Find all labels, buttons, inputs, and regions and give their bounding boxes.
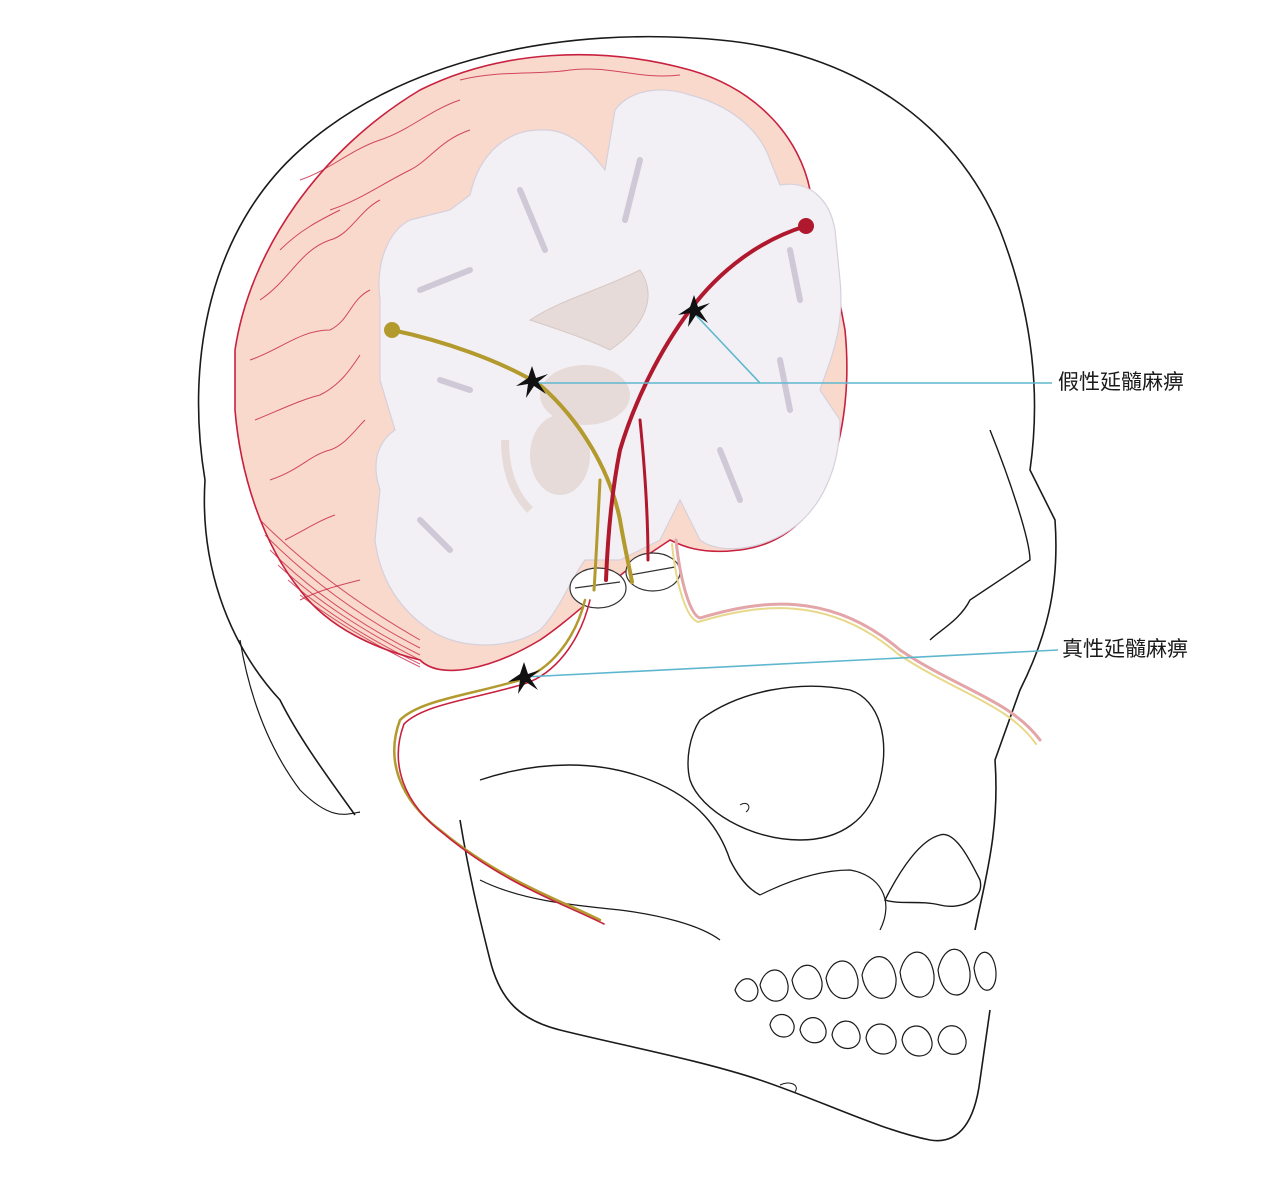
lesion-pseudobulbar-left bbox=[516, 366, 548, 398]
brainstem-sections bbox=[569, 552, 681, 609]
white-matter bbox=[374, 89, 842, 646]
internal-capsule bbox=[501, 439, 533, 513]
brow-ridge bbox=[929, 429, 1031, 641]
pseudobulbar-palsy-label: 假性延髓麻痹 bbox=[1058, 370, 1184, 394]
skull-occiput-outline bbox=[203, 479, 356, 816]
lower-teeth bbox=[769, 1013, 967, 1057]
thalamus bbox=[530, 415, 590, 495]
white-matter-sulci bbox=[417, 157, 803, 553]
skull-neck-outline bbox=[239, 639, 361, 815]
gyri-lines bbox=[249, 68, 681, 601]
maxilla-outline bbox=[759, 869, 887, 931]
peripheral-nerves bbox=[393, 538, 1042, 925]
bulbar-palsy-label: 真性延髓麻痹 bbox=[1062, 637, 1188, 661]
tract-gold-branch bbox=[592, 478, 602, 592]
tract-red-branch bbox=[638, 418, 650, 562]
pointer-lines bbox=[523, 311, 1059, 678]
chin-detail bbox=[779, 1082, 797, 1093]
cerebellum-folia bbox=[259, 519, 421, 668]
skull-cranium-outline bbox=[197, 35, 1057, 931]
mandible bbox=[459, 819, 991, 1142]
lesion-pseudobulbar-right bbox=[678, 295, 710, 327]
orbit bbox=[687, 685, 885, 841]
lesion-markers bbox=[508, 295, 710, 694]
nasal-cavity bbox=[884, 833, 982, 907]
infraorbital-foramen bbox=[739, 802, 750, 813]
tract-gold-origin bbox=[384, 322, 400, 338]
tract-gold bbox=[390, 328, 634, 584]
lesion-bulbar bbox=[508, 662, 540, 694]
upper-teeth bbox=[734, 948, 997, 1002]
tract-red-origin bbox=[798, 218, 814, 234]
zygomatic-arch bbox=[479, 764, 761, 896]
lateral-ventricle bbox=[528, 269, 649, 351]
mandible-ramus bbox=[479, 879, 721, 941]
tract-red bbox=[604, 224, 808, 582]
